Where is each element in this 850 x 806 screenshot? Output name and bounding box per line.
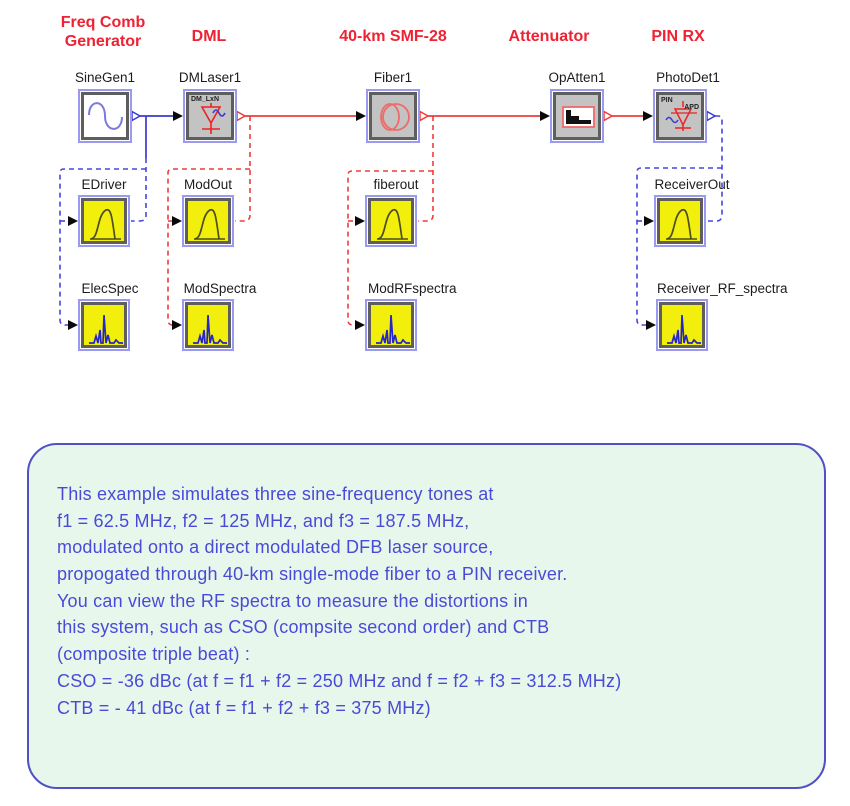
block-photodet1[interactable]: PIN APD [653,89,707,143]
monitor-elecspec[interactable] [78,299,130,351]
output-port-triangles [131,110,717,122]
block-label-opatten1: OpAtten1 [548,70,606,85]
monitor-label-receiverout: ReceiverOut [654,177,730,192]
monitor-edriver[interactable] [78,195,130,247]
annotation-note-box[interactable] [27,443,826,789]
monitor-modrfspectra[interactable] [365,299,417,351]
monitor-label-fiberout: fiberout [373,177,419,192]
block-label-dmlaser1: DMLaser1 [178,70,242,85]
spectrum-plot-icon [89,314,123,344]
pin-text: PIN [661,97,673,104]
block-label-fiber1: Fiber1 [373,70,413,85]
spectrum-plot-icon [667,314,701,344]
pulse-plot-icon [194,208,225,240]
monitor-label-elecspec: ElecSpec [81,281,139,296]
section-label-dml: DML [191,28,227,45]
block-fiber1[interactable] [366,89,420,143]
laser-diode-icon [200,103,226,134]
monitor-receiverout[interactable] [654,195,706,247]
block-label-sinegen1: SineGen1 [74,70,136,85]
monitor-fiberout[interactable] [365,195,417,247]
annotation-note-text: This example simulates three sine-freque… [57,481,621,721]
block-opatten1[interactable] [550,89,604,143]
probe-wires-red [167,116,434,326]
attenuator-icon [562,106,595,128]
photodiode-icon [665,101,697,131]
main-signal-path [140,115,643,158]
apd-text: APD [684,104,699,111]
pulse-plot-icon [377,208,408,240]
monitor-label-modspectra: ModSpectra [183,281,257,296]
pulse-plot-icon [666,208,697,240]
note-line: this system, such as CSO (compsite secon… [57,617,550,638]
connection-wires [59,110,723,330]
section-label-smf28: 40-km SMF-28 [339,28,447,45]
note-line: (composite triple beat) : [57,644,251,665]
spectrum-plot-icon [376,314,410,344]
probe-wires-blue [59,115,723,326]
monitor-label-modrfspectra: ModRFspectra [368,281,457,296]
note-line: propogated through 40-km single-mode fib… [57,564,568,585]
spectrum-plot-icon [193,314,227,344]
monitor-label-edriver: EDriver [81,177,127,192]
section-label-attenuator: Attenuator [508,28,590,45]
monitor-receiver-rf-spectra[interactable] [656,299,708,351]
note-line: CSO = -36 dBc (at f = f1 + f2 = 250 MHz … [57,670,622,691]
sine-wave-icon [88,102,123,130]
laser-model-text: DM_LxN [191,96,220,103]
monitor-label-modout: ModOut [183,177,233,192]
note-line: This example simulates three sine-freque… [57,484,494,504]
monitor-modout[interactable] [182,195,234,247]
fiber-coil-icon [380,103,410,131]
block-dmlaser1[interactable]: DM_LxN [183,89,237,143]
input-port-arrows [68,111,656,330]
block-sinegen1[interactable] [78,89,132,143]
pulse-plot-icon [90,208,121,240]
note-line: You can view the RF spectra to measure t… [57,590,528,611]
section-label-freq-comb-generator: Freq Comb Generator [60,14,146,50]
monitor-label-receiver-rf-spectra: Receiver_RF_spectra [657,281,788,296]
monitor-modspectra[interactable] [182,299,234,351]
section-label-pin-rx: PIN RX [651,28,705,45]
block-label-photodet1: PhotoDet1 [656,70,720,85]
note-line: CTB = - 41 dBc (at f = f1 + f2 + f3 = 37… [57,697,431,718]
note-line: f1 = 62.5 MHz, f2 = 125 MHz, and f3 = 18… [57,510,470,531]
note-line: modulated onto a direct modulated DFB la… [57,537,494,558]
